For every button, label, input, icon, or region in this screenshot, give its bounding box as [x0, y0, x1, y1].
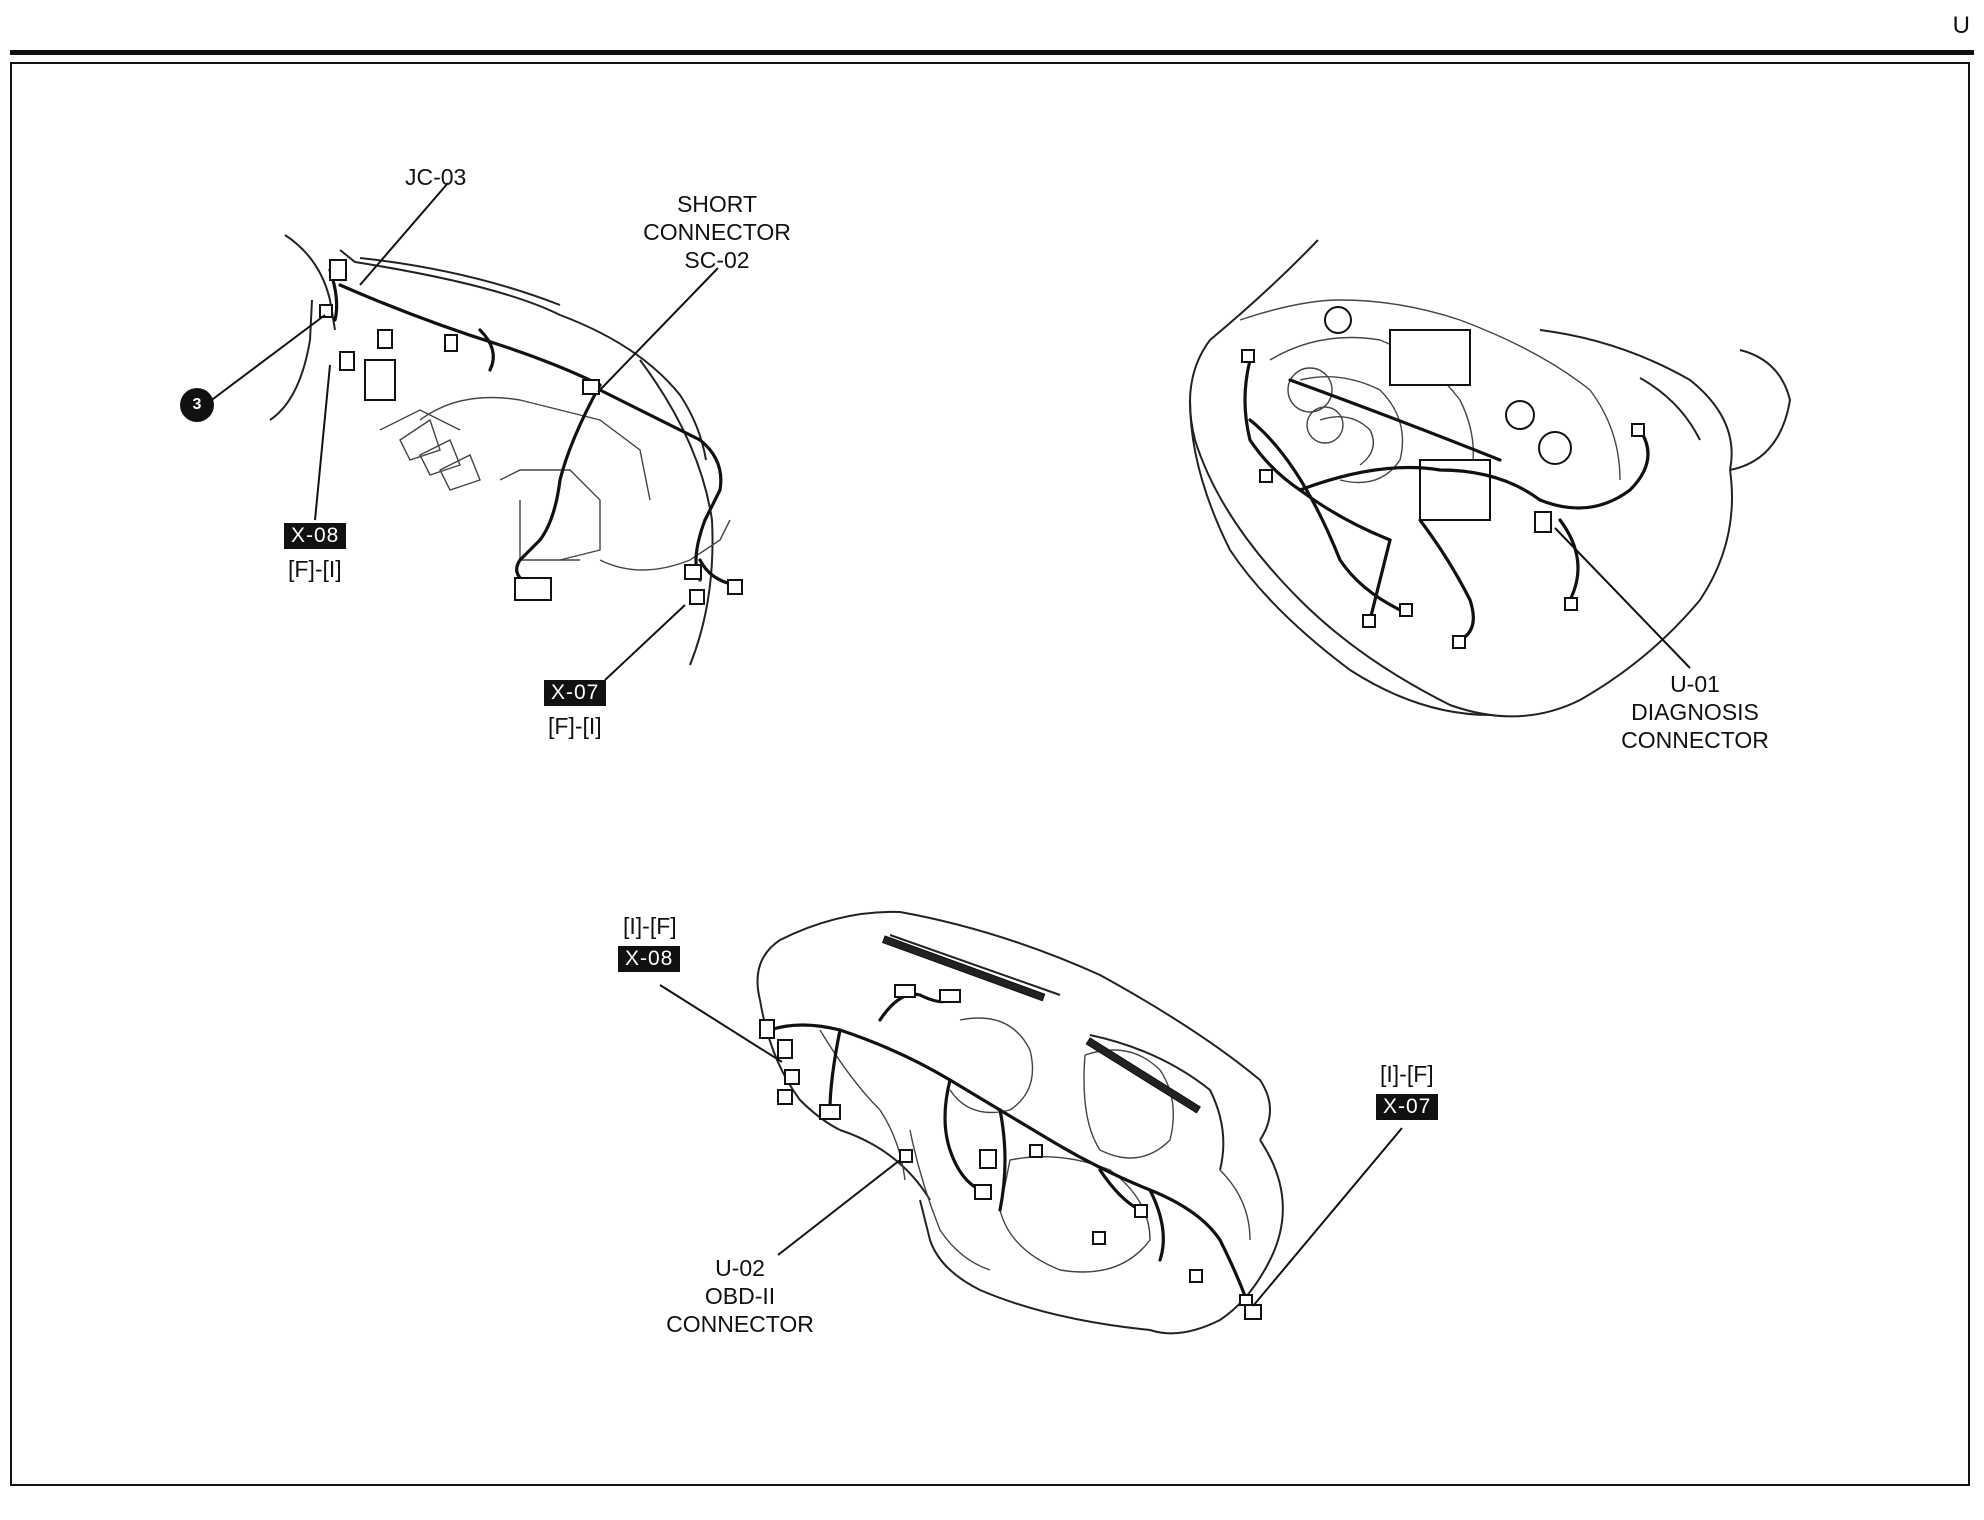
u01-diagnosis-connector-label: U-01 DIAGNOSIS CONNECTOR: [1600, 670, 1790, 754]
x08-dash-badge: X-08: [618, 946, 681, 972]
u02-line2: OBD-II: [704, 1283, 776, 1309]
x07-dash-badge: X-07: [1376, 1094, 1439, 1120]
header-rule: [10, 50, 1974, 55]
short-connector-line2: CONNECTOR: [643, 219, 791, 245]
x07-left-ref: [F]-[I]: [548, 713, 602, 739]
callout-number-3: 3: [180, 388, 214, 422]
page-section-letter: U: [1952, 12, 1970, 39]
engine-compartment-drawing: [1189, 239, 1792, 718]
short-connector-label: SHORT CONNECTOR SC-02: [632, 190, 802, 274]
diagram-frame: [10, 62, 1970, 1486]
short-connector-line3: SC-02: [684, 247, 750, 273]
u01-line1: U-01: [1670, 671, 1720, 697]
x08-dash-ref: [I]-[F]: [623, 913, 677, 939]
x08-left-ref: [F]-[I]: [288, 556, 342, 582]
u02-line1: U-02: [715, 1255, 765, 1281]
x08-left-badge: X-08: [284, 523, 347, 549]
interior-harness-drawing: [204, 182, 743, 681]
u01-line2: DIAGNOSIS: [1631, 699, 1759, 725]
u02-line3: CONNECTOR: [666, 1311, 814, 1337]
u02-obd-connector-label: U-02 OBD-II CONNECTOR: [655, 1254, 825, 1338]
jc03-text: JC-03: [405, 164, 467, 190]
x07-left-badge: X-07: [544, 680, 607, 706]
instrument-panel-drawing: [659, 910, 1403, 1335]
x07-dash-ref: [I]-[F]: [1380, 1061, 1434, 1087]
jc03-label: JC-03: [405, 163, 466, 191]
short-connector-line1: SHORT: [676, 191, 758, 217]
u01-line3: CONNECTOR: [1621, 727, 1769, 753]
